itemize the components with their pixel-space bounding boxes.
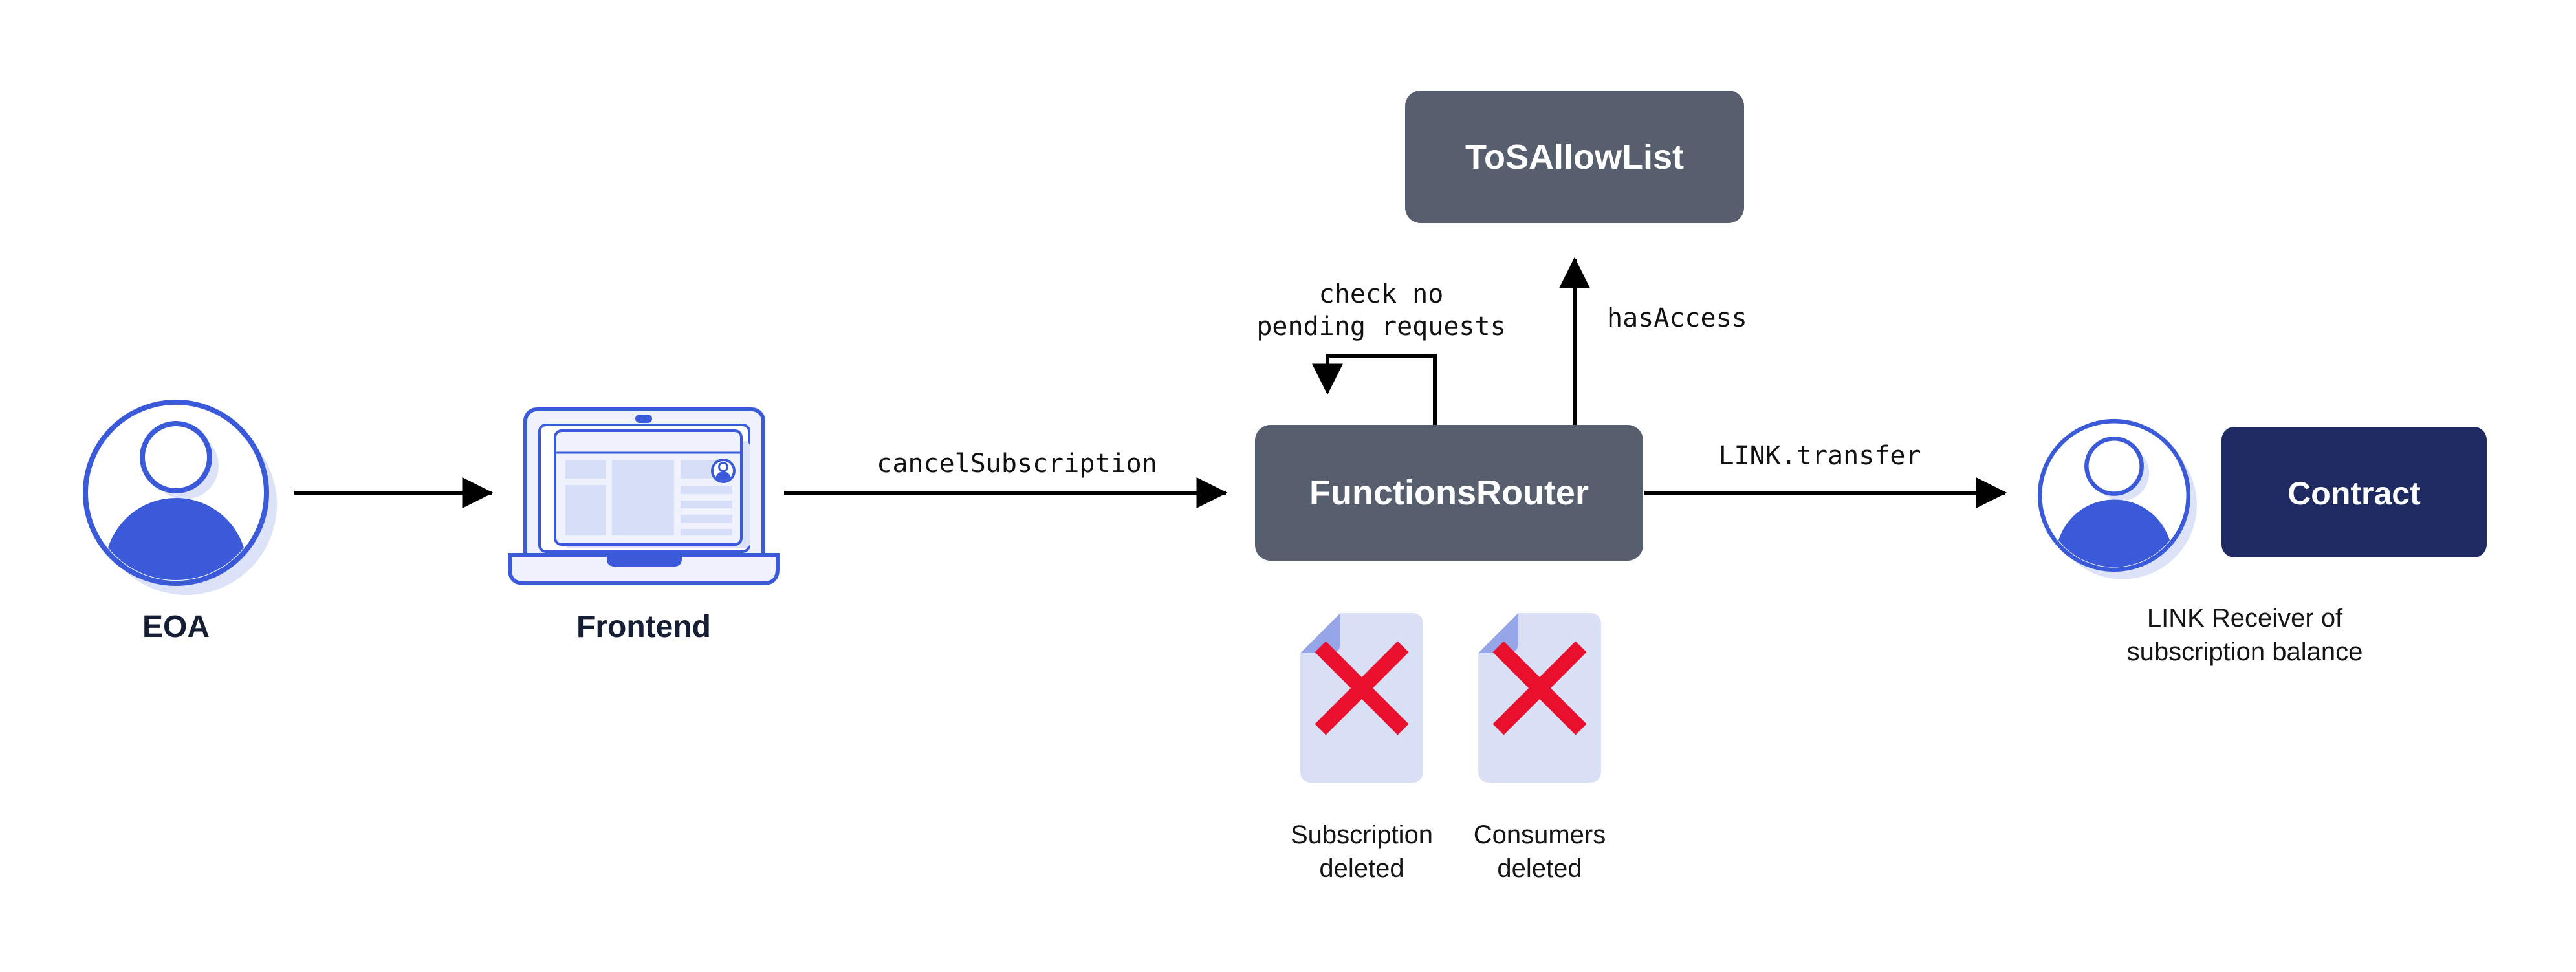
frontend-label: Frontend <box>576 610 711 644</box>
node-tos-allow-list: ToSAllowList <box>1405 91 1744 223</box>
user-avatar-icon <box>85 402 277 640</box>
edge-has-access: hasAccess <box>1559 257 1747 425</box>
edge-frontend-router: cancelSubscription <box>784 449 1228 508</box>
laptop-icon <box>508 407 780 585</box>
contract-label: Contract <box>2287 475 2421 512</box>
node-eoa: EOA <box>85 402 277 644</box>
subscription-deleted-line2: deleted <box>1319 854 1404 883</box>
artifact-subscription-deleted: Subscription deleted <box>1291 613 1433 883</box>
functions-router-box <box>1255 425 1643 561</box>
node-link-receiver: LINK Receiver of subscription balance <box>2040 421 2363 666</box>
functions-router-label: FunctionsRouter <box>1309 473 1589 512</box>
browser-user-avatar-icon <box>711 459 736 483</box>
red-x-icon <box>1492 641 1587 735</box>
artifact-consumers-deleted: Consumers deleted <box>1474 613 1606 883</box>
cancel-subscription-label: cancelSubscription <box>877 449 1157 479</box>
consumers-deleted-line1: Consumers <box>1474 821 1606 849</box>
node-contract: Contract <box>2221 427 2487 557</box>
receiver-caption-line2: subscription balance <box>2127 638 2363 666</box>
eoa-label: EOA <box>142 610 210 644</box>
receiver-caption-line1: LINK Receiver of <box>2147 604 2343 632</box>
node-frontend: Frontend <box>508 407 780 644</box>
contract-box <box>2221 427 2487 557</box>
check-pending-label-line1: check no <box>1319 279 1444 309</box>
check-pending-label-line2: pending requests <box>1256 312 1505 341</box>
has-access-label: hasAccess <box>1607 303 1747 333</box>
self-loop-arrow <box>1312 354 1437 425</box>
consumers-deleted-line2: deleted <box>1497 854 1582 883</box>
tos-allow-list-box <box>1405 91 1744 223</box>
node-functions-router: FunctionsRouter <box>1255 425 1643 561</box>
receiver-avatar-icon <box>2040 421 2197 616</box>
subscription-deleted-line1: Subscription <box>1291 821 1433 849</box>
edge-self-loop: check no pending requests <box>1256 279 1506 425</box>
tos-allow-list-label: ToSAllowList <box>1465 138 1684 177</box>
red-x-icon <box>1315 641 1409 735</box>
edge-link-transfer: LINK.transfer <box>1644 441 2007 508</box>
link-transfer-label: LINK.transfer <box>1718 441 1921 471</box>
